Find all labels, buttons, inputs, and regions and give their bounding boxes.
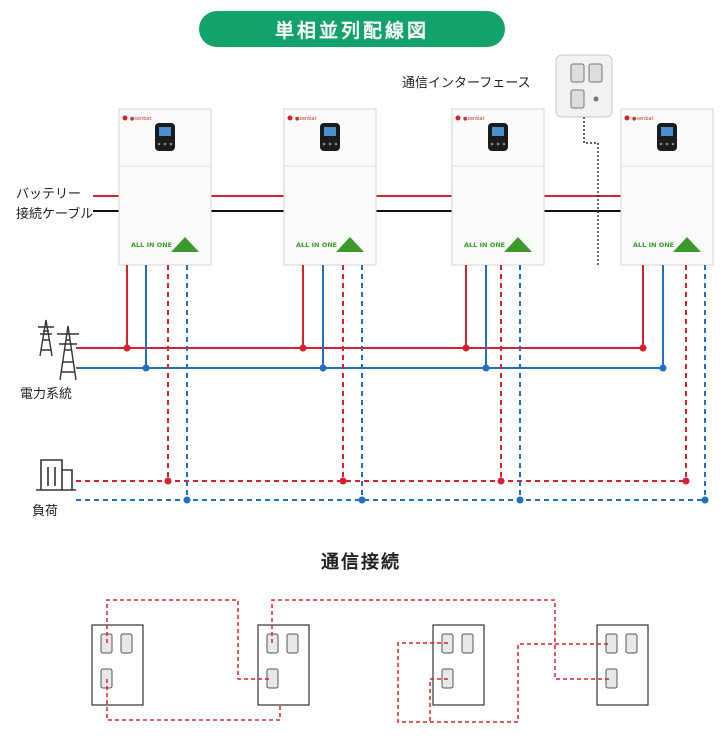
db9-port-icon <box>461 633 474 654</box>
comm-interface-closeup <box>555 54 613 266</box>
inverter-1: ●senbat ALL IN ONE <box>118 108 212 266</box>
inverter-3-logo: ALL IN ONE <box>464 241 505 249</box>
inverter-3-brand: ●senbat <box>463 116 484 122</box>
db9-port-icon <box>625 633 638 654</box>
comm-box-2 <box>257 624 310 706</box>
db9-port-icon <box>120 633 133 654</box>
comm-port-icon <box>570 89 585 109</box>
comm-port-icon <box>588 63 603 83</box>
inverter-3-logo-mark <box>504 237 532 252</box>
load-wiring <box>76 265 707 501</box>
comm-section-title: 通信接続 <box>321 552 401 573</box>
inverter-1-logo-mark <box>171 237 199 252</box>
inverter-1-brand: ●senbat <box>130 116 151 122</box>
comm-box-3 <box>432 624 485 706</box>
comm-box-4 <box>596 624 649 706</box>
comm-interface-label: 通信インターフェース <box>402 76 531 91</box>
inverter-2-brand: ●senbat <box>295 116 316 122</box>
battery-cable-label-line1: バッテリー <box>16 187 82 202</box>
comm-interface-leader <box>583 117 599 266</box>
inverter-4-logo-mark <box>673 237 701 252</box>
inverter-4-logo: ALL IN ONE <box>633 241 674 249</box>
db9-port-icon <box>286 633 299 654</box>
inverter-3: ●senbat ALL IN ONE <box>451 108 545 266</box>
inverter-4: ●senbat ALL IN ONE <box>620 108 714 266</box>
load-junctions <box>164 477 709 504</box>
grid-wiring <box>76 265 667 372</box>
inverter-1-logo: ALL IN ONE <box>131 241 172 249</box>
db9-port-icon <box>266 633 279 654</box>
inverter-4-brand: ●senbat <box>632 116 653 122</box>
inverter-2: ●senbat ALL IN ONE <box>283 108 377 266</box>
comm-chain-lines <box>106 599 611 723</box>
inverter-2-logo: ALL IN ONE <box>296 241 337 249</box>
building-icon <box>36 459 76 491</box>
db9-port-icon <box>100 668 113 689</box>
comm-port-icon <box>570 63 585 83</box>
inverter-2-logo-mark <box>336 237 364 252</box>
comm-box-1 <box>91 624 144 706</box>
diagram-title: 単相並列配線図 <box>199 11 505 47</box>
battery-cable-label-line2: 接続ケーブル <box>16 207 94 222</box>
db9-port-icon <box>100 633 113 654</box>
grid-label: 電力系統 <box>20 387 73 402</box>
transmission-tower-icon <box>38 319 79 381</box>
load-label: 負荷 <box>32 504 59 519</box>
